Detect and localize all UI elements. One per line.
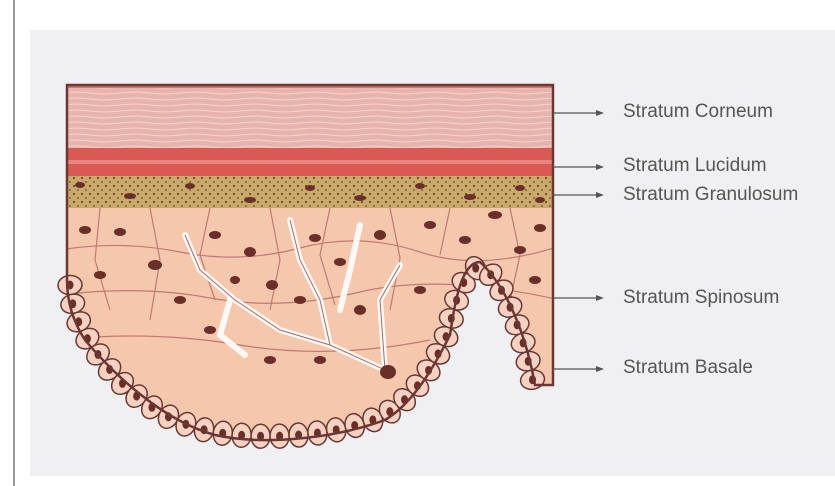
- label-stratum-spinosum: Stratum Spinosum: [623, 287, 779, 309]
- label-stratum-corneum: Stratum Corneum: [623, 101, 773, 123]
- stratum-spinosum-layer: [60, 208, 560, 448]
- label-stratum-basale: Stratum Basale: [623, 357, 753, 379]
- label-stratum-lucidum: Stratum Lucidum: [623, 155, 767, 177]
- label-stratum-granulosum: Stratum Granulosum: [623, 184, 798, 206]
